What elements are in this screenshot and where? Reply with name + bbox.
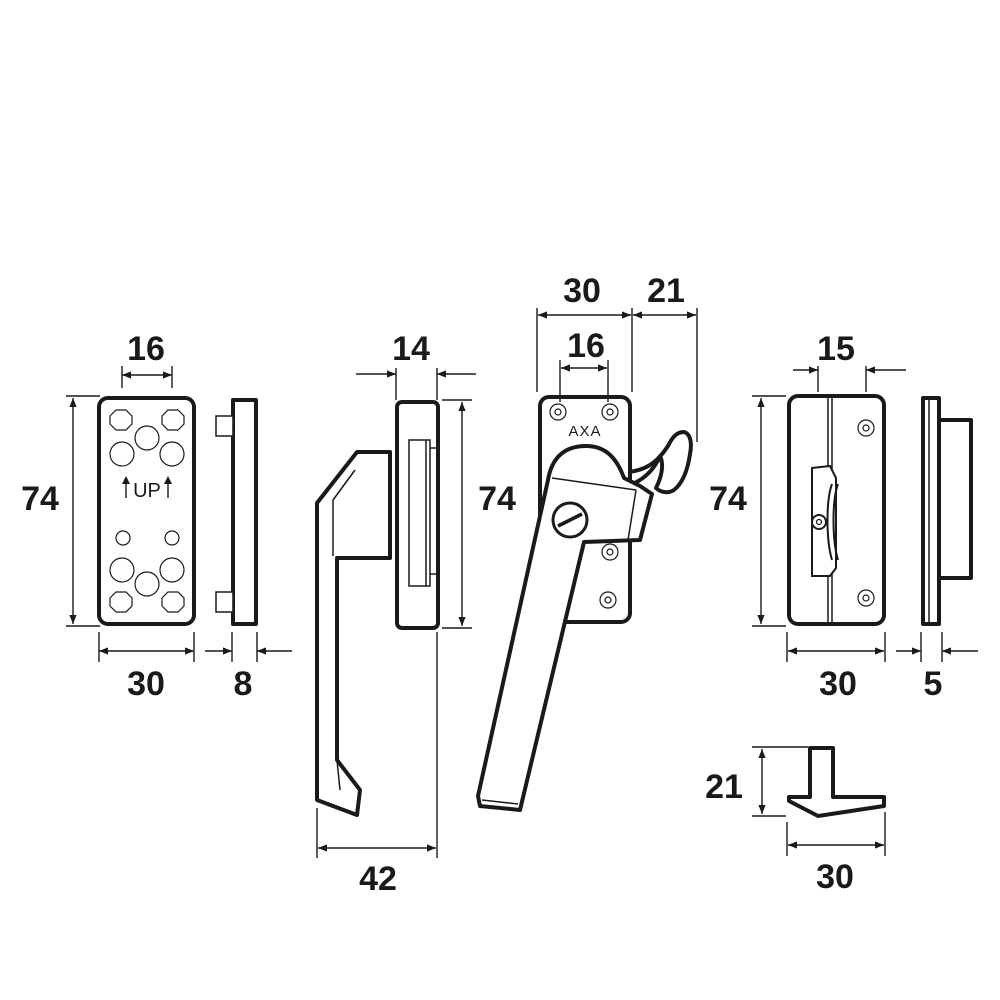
dim-keeper-width: 30 bbox=[819, 665, 857, 703]
mounting-plate-front-view: UP bbox=[97, 396, 196, 626]
mounting-plate-side-view bbox=[215, 398, 258, 626]
keeper-front-view bbox=[787, 394, 886, 626]
brand-label: AXA bbox=[568, 423, 601, 440]
handle-side-view bbox=[315, 400, 440, 817]
dim-main-offset: 21 bbox=[647, 272, 685, 310]
lock-hook bbox=[626, 430, 693, 495]
up-arrow-icon bbox=[122, 476, 172, 498]
dim-wedge-width: 30 bbox=[816, 858, 854, 896]
wedge-view bbox=[787, 746, 886, 818]
dim-handle-width: 42 bbox=[359, 860, 397, 898]
plate-round-holes bbox=[109, 425, 185, 597]
dimension-labels: 74 16 30 8 14 74 42 30 21 16 74 15 30 5 … bbox=[21, 272, 942, 898]
dim-wedge-height: 21 bbox=[705, 768, 743, 806]
dim-main-inner: 16 bbox=[567, 327, 605, 365]
dim-plate-width: 30 bbox=[127, 665, 165, 703]
dim-handle-top-width: 14 bbox=[392, 330, 430, 368]
dim-plate-height: 74 bbox=[21, 480, 59, 518]
dim-keeper-depth: 5 bbox=[924, 665, 943, 703]
dim-plate-depth: 8 bbox=[234, 665, 253, 703]
dim-plate-top-width: 16 bbox=[127, 330, 165, 368]
lock-lever bbox=[476, 444, 654, 812]
dim-main-width: 30 bbox=[563, 272, 601, 310]
dim-handle-height: 74 bbox=[478, 480, 516, 518]
keeper-side-view bbox=[921, 396, 973, 626]
dim-keeper-height: 74 bbox=[709, 480, 747, 518]
dim-keeper-top: 15 bbox=[817, 330, 855, 368]
plate-octagon-holes bbox=[109, 409, 185, 613]
up-label: UP bbox=[133, 480, 161, 502]
dimension-lines bbox=[66, 308, 978, 858]
main-lock-front-view: AXA bbox=[476, 395, 693, 812]
